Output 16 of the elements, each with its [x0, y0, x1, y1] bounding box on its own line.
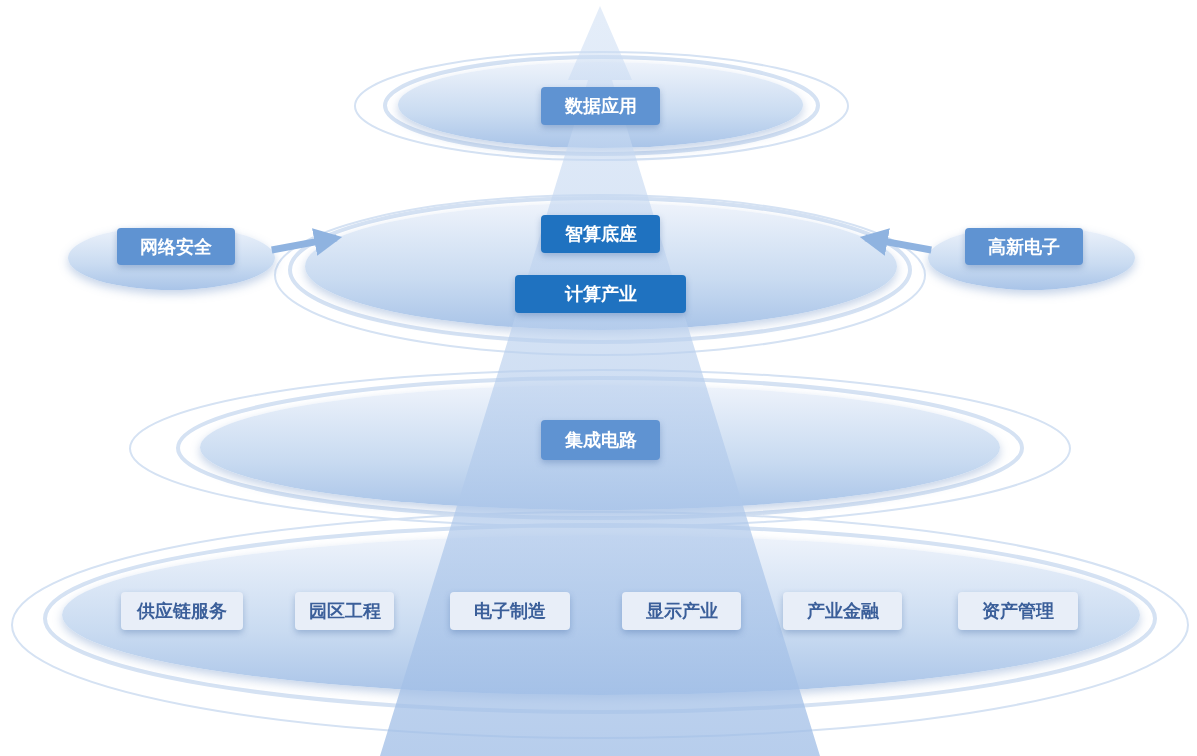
label-box: 资产管理	[958, 592, 1078, 630]
ellipse-platform	[928, 226, 1135, 290]
label-box: 园区工程	[295, 592, 394, 630]
label-box: 集成电路	[541, 420, 660, 460]
label-box: 高新电子	[965, 228, 1083, 265]
arrow	[859, 228, 932, 256]
arrow	[271, 228, 343, 256]
label-box: 网络安全	[117, 228, 235, 265]
label-box: 电子制造	[450, 592, 570, 630]
label-box: 数据应用	[541, 87, 660, 125]
label-box: 产业金融	[783, 592, 902, 630]
label-box: 供应链服务	[121, 592, 243, 630]
label-box: 计算产业	[515, 275, 686, 313]
label-box: 智算底座	[541, 215, 660, 253]
label-box: 显示产业	[622, 592, 741, 630]
ellipse-platform	[68, 226, 275, 290]
